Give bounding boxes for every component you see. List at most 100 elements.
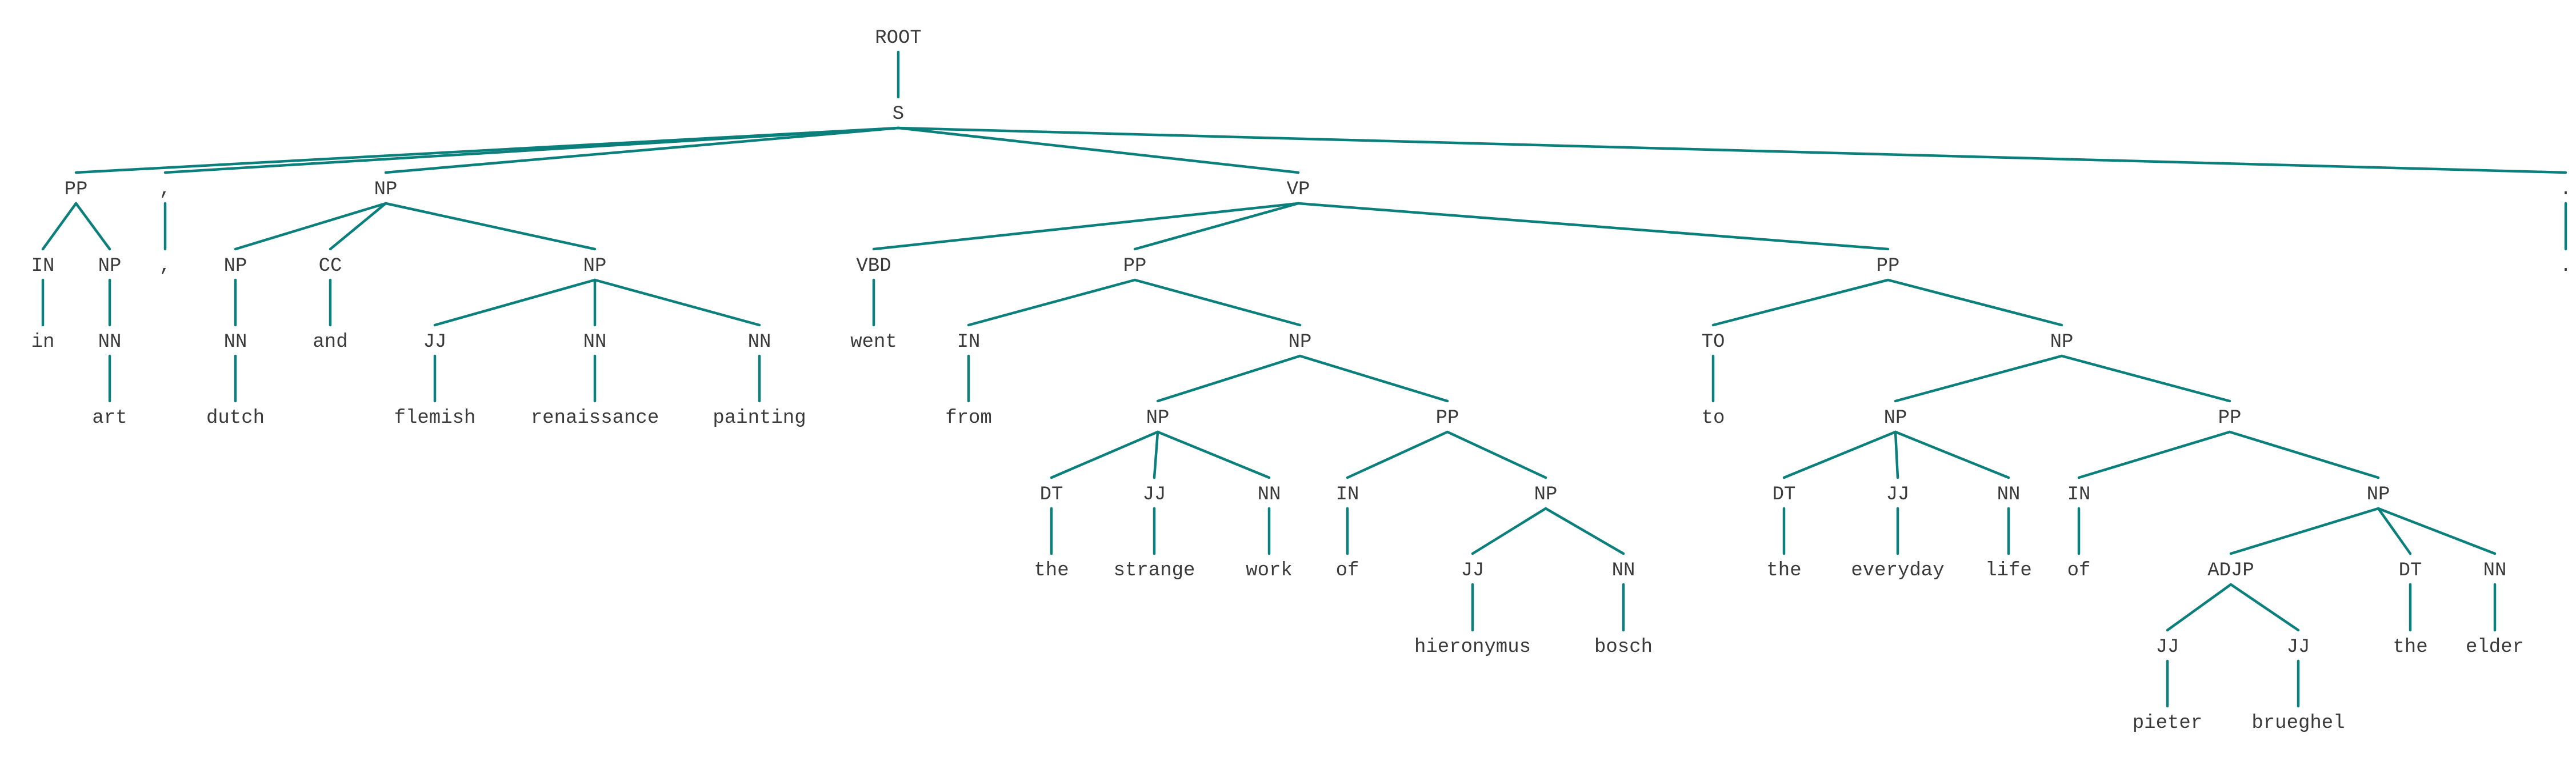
- tree-node-label: in: [31, 331, 55, 353]
- tree-node-label: NP: [1289, 331, 1312, 353]
- tree-node-label: JJ: [1886, 484, 1910, 506]
- tree-node-label: renaissance: [531, 407, 659, 429]
- tree-node-label: NN: [98, 331, 122, 353]
- tree-node-label: NP: [1146, 407, 1170, 429]
- tree-node-label: of: [2067, 560, 2091, 582]
- tree-node-label: dutch: [206, 407, 265, 429]
- tree-edge: [1446, 430, 1547, 479]
- tree-edge: [967, 278, 1137, 327]
- tree-node-label: elder: [2466, 636, 2524, 658]
- tree-edge: [1894, 354, 2063, 403]
- tree-edge: [1133, 278, 1302, 327]
- tree-node-label: .: [2560, 255, 2571, 277]
- tree-edge: [163, 126, 900, 174]
- tree-node-label: painting: [713, 407, 806, 429]
- tree-edge: [2228, 430, 2380, 479]
- tree-node-label: ,: [159, 179, 171, 201]
- tree-edge: [329, 202, 387, 251]
- tree-edge: [1297, 202, 1890, 251]
- tree-node-label: ROOT: [875, 27, 922, 49]
- tree-edge: [1050, 430, 1159, 479]
- tree-node-label: DT: [2399, 560, 2422, 582]
- tree-node-label: ADJP: [2207, 560, 2254, 582]
- tree-node-label: to: [1702, 407, 1725, 429]
- tree-edge: [1471, 507, 1547, 555]
- tree-node-label: NP: [2050, 331, 2074, 353]
- tree-edge: [1782, 430, 1897, 479]
- tree-edge: [2229, 507, 2380, 555]
- tree-node-label: everyday: [1851, 560, 1944, 582]
- tree-node-label: of: [1336, 560, 1359, 582]
- tree-node-label: PP: [1877, 255, 1900, 277]
- tree-node-label: JJ: [1143, 484, 1166, 506]
- tree-edge: [1298, 354, 1449, 403]
- tree-edge: [41, 202, 78, 251]
- tree-edge: [1886, 278, 2063, 327]
- tree-node-label: NP: [374, 179, 398, 201]
- tree-node-label: NN: [1258, 484, 1281, 506]
- tree-edges: [41, 50, 2567, 708]
- tree-edge: [1156, 354, 1302, 403]
- tree-node-label: PP: [1123, 255, 1147, 277]
- tree-node-label: NN: [583, 331, 607, 353]
- tree-edge: [1133, 202, 1300, 251]
- tree-node-label: NP: [1884, 407, 1907, 429]
- tree-node-label: .: [2560, 179, 2571, 201]
- tree-node-label: VBD: [856, 255, 891, 277]
- tree-node-label: NP: [98, 255, 122, 277]
- tree-node-label: strange: [1114, 560, 1195, 582]
- tree-node-label: NN: [224, 331, 247, 353]
- tree-node-label: NN: [748, 331, 771, 353]
- tree-node-label: IN: [957, 331, 981, 353]
- tree-node-label: JJ: [2287, 636, 2310, 658]
- tree-node-label: bosch: [1594, 636, 1653, 658]
- tree-edge: [593, 278, 761, 327]
- tree-edge: [1153, 430, 1159, 479]
- tree-node-labels: ROOTSPPINinNPNNart,,NPNPNNdutchCCandNPJJ…: [31, 27, 2572, 734]
- tree-edge: [2166, 583, 2233, 632]
- tree-edge: [2229, 583, 2300, 632]
- tree-edge: [433, 278, 597, 327]
- tree-node-label: VP: [1287, 179, 1310, 201]
- tree-node-label: DT: [1773, 484, 1796, 506]
- tree-node-label: PP: [65, 179, 88, 201]
- tree-node-label: IN: [1336, 484, 1359, 506]
- tree-node-label: life: [1985, 560, 2032, 582]
- tree-node-label: the: [1034, 560, 1069, 582]
- tree-node-label: TO: [1702, 331, 1725, 353]
- tree-node-label: CC: [319, 255, 342, 277]
- tree-node-label: NN: [1997, 484, 2021, 506]
- tree-edge: [384, 202, 597, 251]
- tree-node-label: JJ: [423, 331, 447, 353]
- tree-edge: [897, 126, 1300, 174]
- tree-edge: [234, 202, 387, 251]
- tree-node-label: PP: [2218, 407, 2242, 429]
- tree-node-label: NP: [583, 255, 607, 277]
- tree-node-label: NP: [2367, 484, 2390, 506]
- tree-node-label: NN: [2483, 560, 2507, 582]
- tree-node-label: the: [1766, 560, 1801, 582]
- tree-edge: [2377, 507, 2497, 555]
- tree-node-label: brueghel: [2251, 712, 2345, 734]
- tree-node-label: NN: [1612, 560, 1635, 582]
- tree-node-label: the: [2393, 636, 2427, 658]
- tree-edge: [1544, 507, 1625, 555]
- tree-node-label: NP: [1534, 484, 1558, 506]
- tree-node-label: from: [945, 407, 992, 429]
- tree-node-label: S: [893, 103, 904, 125]
- tree-edge: [1894, 430, 2010, 479]
- tree-edge: [1711, 278, 1890, 327]
- tree-node-label: hieronymus: [1414, 636, 1531, 658]
- tree-edge: [1894, 430, 1899, 479]
- tree-node-label: pieter: [2133, 712, 2202, 734]
- tree-edge: [2377, 507, 2412, 555]
- tree-edge: [74, 202, 111, 251]
- tree-node-label: IN: [2067, 484, 2091, 506]
- tree-edge: [897, 126, 2567, 174]
- tree-node-label: and: [313, 331, 347, 353]
- tree-node-label: NP: [224, 255, 247, 277]
- tree-node-label: DT: [1040, 484, 1063, 506]
- tree-edge: [1346, 430, 1449, 479]
- tree-node-label: IN: [31, 255, 55, 277]
